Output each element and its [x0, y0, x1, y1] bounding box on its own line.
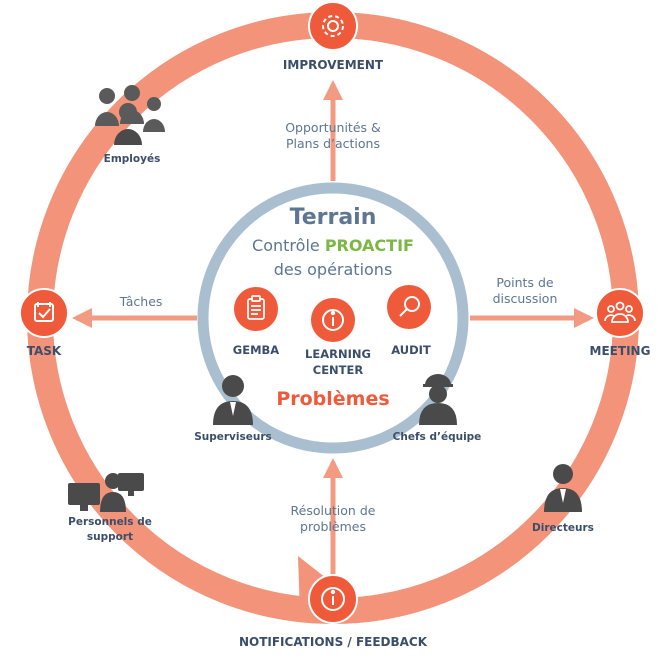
center-title: Terrain	[290, 205, 377, 230]
person-label-employes: Employés	[104, 153, 161, 165]
group-icon	[604, 301, 636, 323]
arrow-label-top-2: Plans d’actions	[286, 136, 380, 151]
arrow-label-bottom-1: Résolution de	[291, 503, 376, 518]
node-label-meeting: MEETING	[590, 344, 651, 358]
node-meeting	[595, 288, 645, 338]
team-leader-icon	[419, 374, 457, 425]
gear-icon	[322, 15, 344, 37]
info-icon	[321, 587, 345, 611]
node-improvement	[308, 1, 358, 51]
employees-group-icon	[95, 85, 165, 145]
center-line1-prefix: Contrôle	[252, 236, 325, 255]
center-line1-highlight: PROACTIF	[325, 236, 414, 255]
arrow-label-right-1: Points de	[496, 275, 553, 290]
person-label-chefs: Chefs d’équipe	[393, 431, 482, 443]
center-line1: Contrôle PROACTIF	[252, 236, 414, 255]
tool-label-gemba: GEMBA	[233, 343, 280, 357]
node-label-notifications: NOTIFICATIONS / FEEDBACK	[239, 635, 428, 649]
tool-label-learning: LEARNING	[305, 347, 371, 361]
arrow-label-top-1: Opportunités &	[285, 120, 381, 135]
support-staff-icon	[68, 473, 144, 512]
info-icon	[322, 309, 344, 331]
arrow-label-bottom-2: problèmes	[300, 519, 366, 534]
checklist-icon	[34, 302, 54, 322]
person-label-directeurs: Directeurs	[532, 522, 594, 534]
director-icon	[544, 464, 582, 512]
tool-gemba	[234, 287, 278, 331]
node-notifications	[308, 574, 358, 624]
center-line2: des opérations	[274, 260, 393, 279]
person-label-personnels-2: support	[87, 531, 133, 543]
magnifier-icon	[399, 296, 420, 317]
node-task	[19, 288, 69, 338]
tool-audit	[387, 285, 431, 329]
person-label-superviseurs: Superviseurs	[194, 431, 272, 443]
arrow-label-left: Tâches	[119, 294, 163, 309]
tool-label-audit: AUDIT	[391, 343, 431, 357]
arrow-label-right-2: discussion	[493, 291, 558, 306]
tool-label-center: CENTER	[313, 363, 364, 377]
node-label-task: TASK	[27, 344, 62, 358]
supervisor-icon	[213, 375, 253, 425]
node-label-improvement: IMPROVEMENT	[283, 58, 384, 72]
tool-learning-center	[311, 298, 355, 342]
clipboard-icon	[247, 295, 265, 320]
person-label-personnels-1: Personnels de	[68, 516, 152, 528]
center-problems: Problèmes	[276, 388, 389, 410]
